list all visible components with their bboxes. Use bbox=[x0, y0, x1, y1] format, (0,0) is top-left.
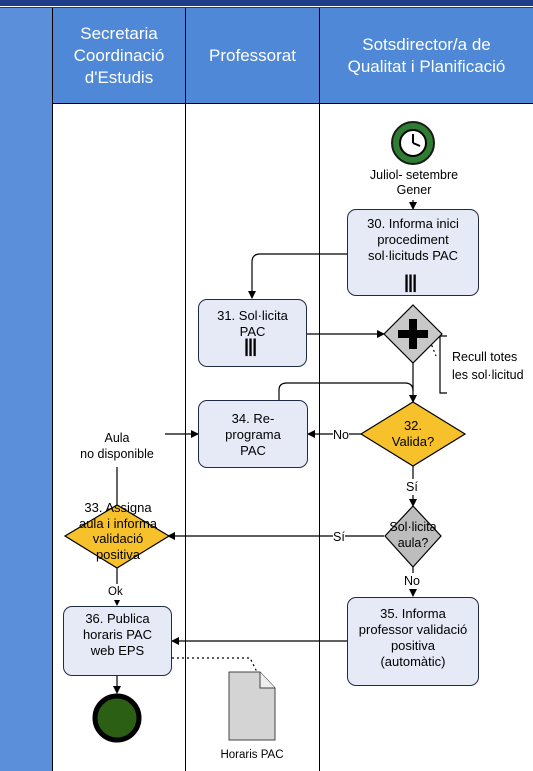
association-annotation bbox=[427, 335, 437, 357]
label-si-aula: Sí bbox=[333, 529, 345, 545]
lane-title-sotsdirector: Sotsdirector/a de Qualitat i Planificaci… bbox=[347, 34, 506, 76]
task-30-label: 30. Informa inici procediment sol·licitu… bbox=[367, 216, 459, 263]
label-si-32: Sí bbox=[406, 479, 418, 495]
label-no-aula: No bbox=[404, 573, 420, 589]
task-36[interactable]: 36. Publica horaris PAC web EPS bbox=[63, 606, 172, 676]
document-label: Horaris PAC bbox=[220, 749, 284, 761]
parallel-gateway bbox=[383, 304, 443, 364]
gateway-33-label: 33. Assigna aula i informa validació pos… bbox=[78, 500, 158, 562]
top-line bbox=[0, 7, 533, 8]
gateway-aula-shape bbox=[384, 505, 442, 568]
end-event bbox=[92, 693, 142, 743]
task-31-label: 31. Sol·licita PAC bbox=[217, 308, 288, 339]
multi-instance-marker: ||| bbox=[404, 272, 417, 292]
lane-header-professorat: Professorat bbox=[185, 8, 319, 104]
annotation-text: Recull totes les sol·licitud bbox=[452, 350, 524, 382]
gateway-32-label: 32. Valida? bbox=[391, 418, 435, 449]
gateway-32-shape bbox=[359, 401, 467, 467]
multi-instance-marker: ||| bbox=[244, 336, 257, 356]
document-icon bbox=[228, 671, 276, 741]
gateway-aula-label: Sol·licita aula? bbox=[389, 520, 437, 550]
task-35[interactable]: 35. Informa professor validació positiva… bbox=[347, 597, 479, 686]
flow-30-to-31 bbox=[248, 253, 347, 299]
gateway-33-shape bbox=[63, 504, 171, 569]
flow-34-back bbox=[278, 382, 414, 400]
task-34-label: 34. Re- programa PAC bbox=[225, 411, 281, 458]
task-35-label: 35. Informa professor validació positiva… bbox=[358, 606, 468, 669]
pool-strip bbox=[0, 8, 53, 771]
association-36-doc bbox=[172, 657, 258, 673]
lane-title-secretaria: Secretaria Coordinació d'Estudis bbox=[73, 23, 165, 87]
top-bar bbox=[0, 0, 533, 6]
lane-header-sotsdirector: Sotsdirector/a de Qualitat i Planificaci… bbox=[319, 8, 533, 104]
start-timer-event bbox=[391, 121, 435, 165]
task-31[interactable]: 31. Sol·licita PAC bbox=[198, 299, 307, 367]
task-36-label: 36. Publica horaris PAC web EPS bbox=[82, 611, 153, 658]
start-event-label: Juliol- setembre Gener bbox=[369, 168, 459, 197]
label-ok: Ok bbox=[108, 584, 123, 600]
task-30[interactable]: 30. Informa inici procediment sol·licitu… bbox=[347, 209, 479, 296]
label-no-32: No bbox=[333, 427, 349, 443]
label-aula-no-disponible: Aula no disponible bbox=[80, 431, 154, 461]
lane-title-professorat: Professorat bbox=[209, 45, 296, 65]
lane-header-secretaria: Secretaria Coordinació d'Estudis bbox=[52, 8, 185, 104]
annotation-bracket bbox=[439, 335, 447, 394]
task-34[interactable]: 34. Re- programa PAC bbox=[198, 400, 308, 468]
